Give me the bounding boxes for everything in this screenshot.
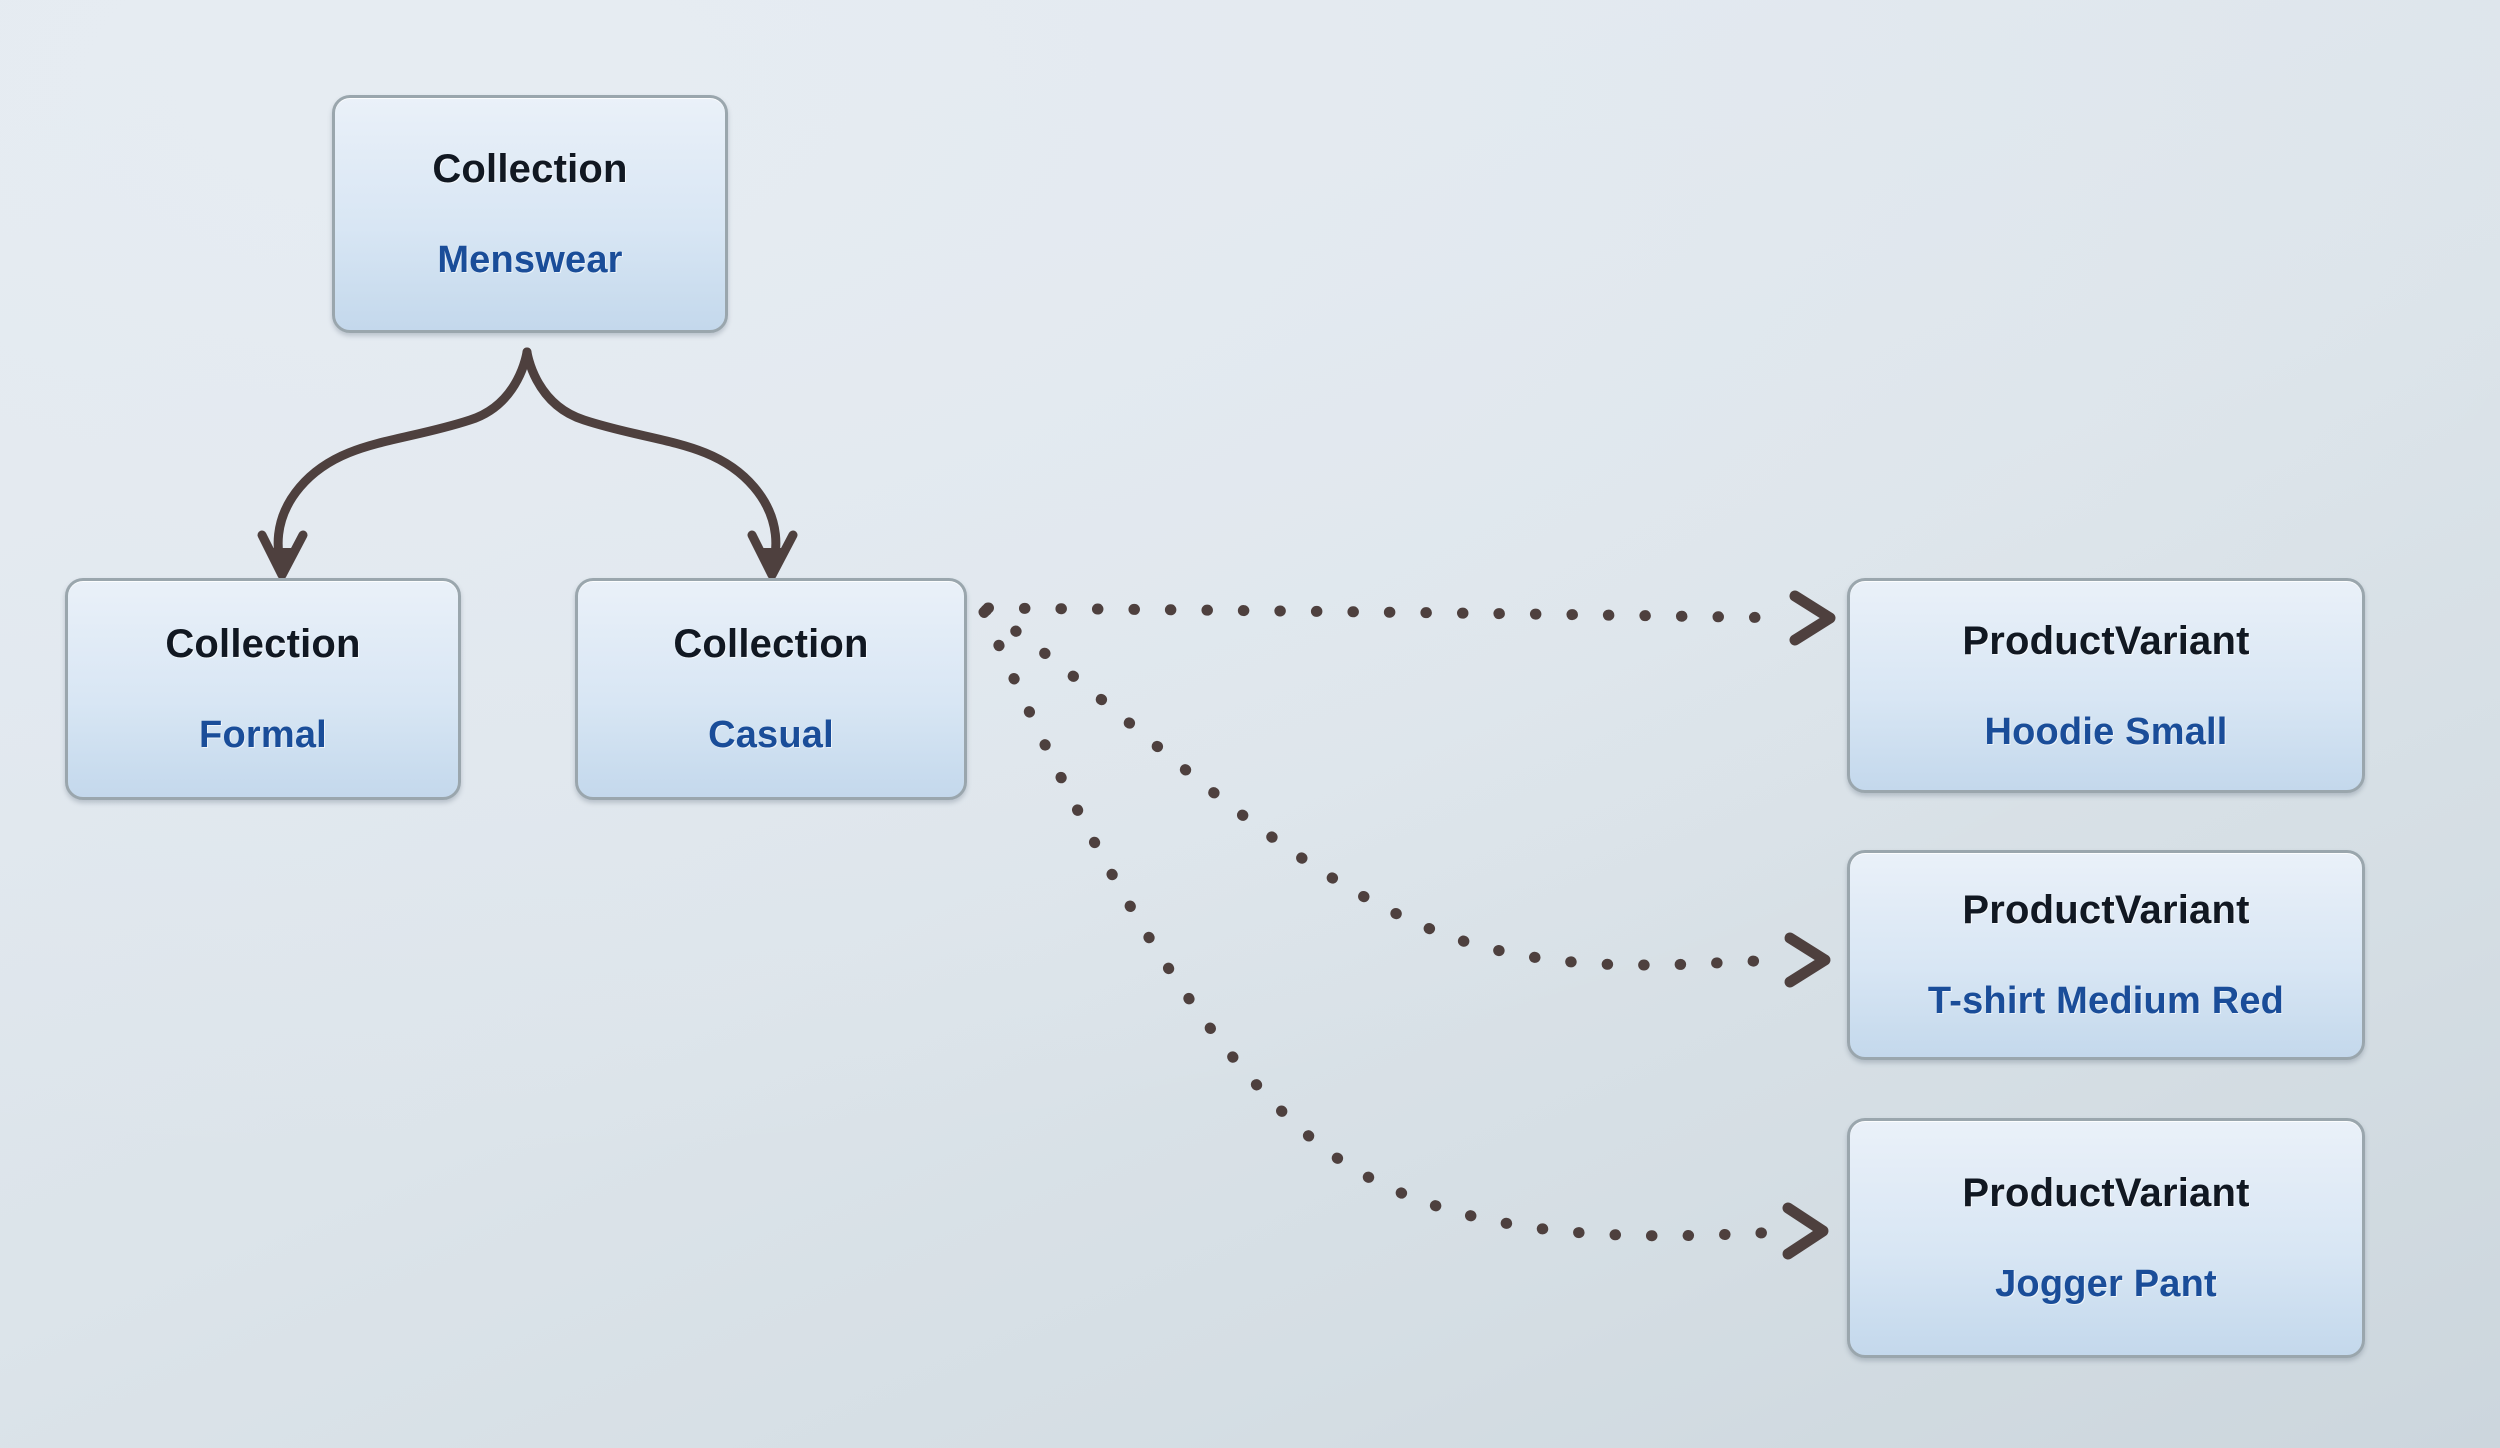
edge-menswear-to-formal: [257, 347, 532, 580]
node-value-label: Jogger Pant: [1995, 1263, 2217, 1305]
node-productvariant-jogger-pant[interactable]: ProductVariant Jogger Pant: [1847, 1118, 2365, 1358]
edge-casual-to-jogger: [978, 606, 1829, 1260]
edge-casual-to-tshirt: [980, 604, 1831, 988]
node-type-label: Collection: [432, 147, 628, 191]
node-collection-casual[interactable]: Collection Casual: [575, 578, 967, 800]
node-type-label: ProductVariant: [1962, 618, 2250, 663]
node-type-label: ProductVariant: [1962, 1171, 2250, 1215]
node-value-label: Hoodie Small: [1984, 710, 2228, 753]
node-type-label: Collection: [673, 622, 869, 666]
node-value-label: Formal: [199, 714, 327, 756]
node-value-label: Casual: [708, 714, 834, 756]
edge-casual-to-hoodie: [982, 590, 1836, 646]
node-productvariant-hoodie-small[interactable]: ProductVariant Hoodie Small: [1847, 578, 2365, 793]
node-value-label: T-shirt Medium Red: [1927, 980, 2285, 1022]
node-collection-menswear[interactable]: Collection Menswear: [332, 95, 728, 333]
node-collection-formal[interactable]: Collection Formal: [65, 578, 461, 800]
edge-menswear-to-casual: [522, 347, 798, 580]
node-value-label: Menswear: [437, 239, 623, 281]
node-productvariant-tshirt-medium-red[interactable]: ProductVariant T-shirt Medium Red: [1847, 850, 2365, 1060]
node-type-label: ProductVariant: [1962, 888, 2250, 932]
node-type-label: Collection: [165, 622, 361, 666]
